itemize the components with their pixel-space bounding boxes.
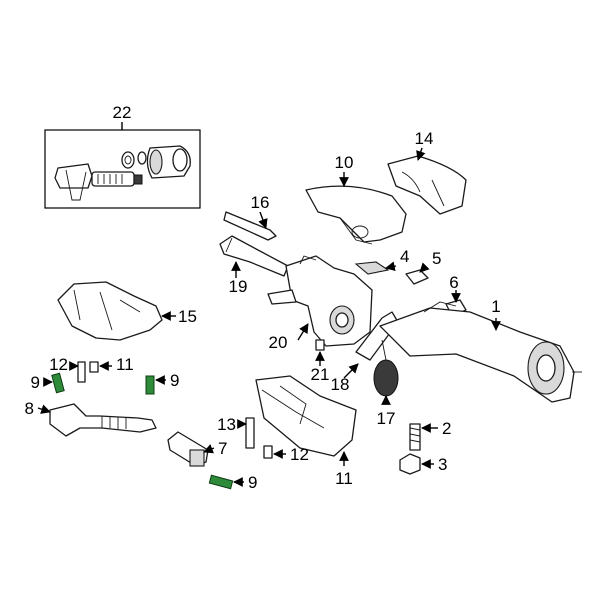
mounting-stud — [409, 423, 438, 451]
callout-18: 18 — [331, 375, 350, 394]
callout-6: 6 — [449, 273, 458, 292]
shaft-bracket — [167, 431, 215, 467]
callout-14: 14 — [415, 129, 434, 148]
callout-22: 22 — [113, 103, 132, 122]
callout-20: 20 — [269, 333, 288, 352]
shroud-screw — [263, 445, 286, 459]
trim-cover — [387, 147, 467, 215]
switch-housing-assembly — [267, 255, 373, 347]
callout-10: 10 — [335, 153, 354, 172]
callout-11-lower: 11 — [335, 469, 353, 488]
bolt-9-bottom — [208, 474, 244, 490]
shift-lever-knob — [373, 339, 399, 405]
callout-11-upper: 11 — [116, 355, 134, 374]
switch-clip — [354, 261, 397, 275]
callout-5: 5 — [432, 249, 441, 268]
callout-4: 4 — [400, 247, 409, 266]
ignition-lock-inset — [44, 122, 201, 209]
inset-frame — [44, 129, 201, 209]
housing-screw — [315, 339, 325, 366]
callout-15: 15 — [178, 307, 197, 326]
callout-8: 8 — [25, 399, 34, 418]
intermediate-shaft — [37, 403, 157, 437]
lower-trim-panel — [57, 281, 176, 341]
panel-screw — [69, 361, 86, 383]
callout-3: 3 — [438, 455, 447, 474]
callout-13: 13 — [217, 415, 236, 434]
callout-16: 16 — [251, 193, 270, 212]
callout-9-left: 9 — [31, 373, 40, 392]
bolt-9-left — [43, 372, 65, 394]
panel-clip-screw — [89, 361, 112, 373]
callout-12-upper: 12 — [49, 355, 68, 374]
callout-labels: 22 10 14 16 19 15 4 5 6 1 20 21 18 17 12… — [25, 103, 501, 492]
callout-7: 7 — [218, 439, 227, 458]
callout-21: 21 — [311, 365, 330, 384]
callout-17: 17 — [377, 409, 396, 428]
callout-19: 19 — [229, 277, 248, 296]
shroud-bolt — [237, 417, 255, 449]
callout-12-lower: 12 — [290, 445, 309, 464]
callout-9-bottom: 9 — [248, 473, 257, 492]
bolt-9-middle — [145, 375, 166, 395]
steering-column-tube — [379, 301, 582, 403]
lower-shroud — [255, 375, 357, 466]
switch-bracket — [405, 262, 430, 285]
upper-shroud — [305, 172, 407, 245]
multifunction-switch-lever — [219, 235, 289, 278]
lock-ring — [121, 151, 135, 169]
callout-1: 1 — [491, 297, 500, 316]
callout-2: 2 — [442, 419, 451, 438]
callout-9-middle: 9 — [170, 371, 179, 390]
mounting-nut — [399, 453, 434, 475]
lock-cylinder-housing — [54, 163, 93, 189]
trim-strip — [223, 211, 277, 241]
